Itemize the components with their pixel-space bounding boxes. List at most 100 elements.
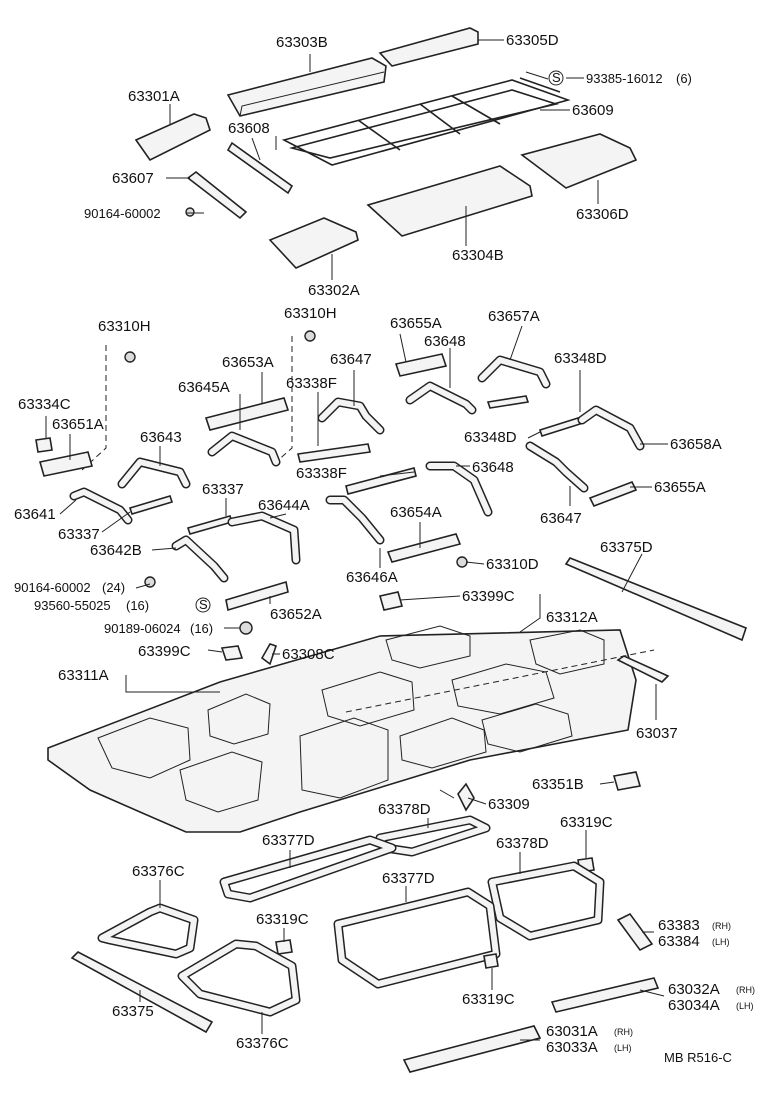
part-63399C-lower <box>220 645 244 661</box>
label-63338F-top: 63338F <box>286 375 337 392</box>
label-90164-60002-b: 90164-60002 <box>14 580 91 595</box>
clip-63310H-left <box>81 345 136 471</box>
part-63305D <box>378 27 504 67</box>
part-63646A <box>325 495 385 545</box>
part-63334C <box>35 437 53 453</box>
part-63348D-right <box>538 417 582 437</box>
part-63657A <box>477 355 551 389</box>
part-63338F-top <box>297 443 371 463</box>
part-63348D-left <box>486 395 530 409</box>
headliner-63311A <box>47 594 655 833</box>
part-63641 <box>69 487 133 525</box>
label-63641: 63641 <box>14 506 56 523</box>
s-symbol-label-2: S <box>199 597 208 612</box>
label-63033A: 63033A <box>546 1039 598 1056</box>
label-63309: 63309 <box>488 796 530 813</box>
label-63384: 63384 <box>658 933 700 950</box>
label-90189-06024: 90189-06024 <box>104 621 181 636</box>
s-symbol-93560 <box>195 597 211 613</box>
label-63658A: 63658A <box>670 436 722 453</box>
label-93560-55025-qty: (16) <box>126 598 149 613</box>
leader-lines <box>45 39 668 1041</box>
clip-63310H-right <box>275 330 316 463</box>
label-63642B: 63642B <box>90 542 142 559</box>
label-93385-qty: (6) <box>676 71 692 86</box>
label-63643: 63643 <box>140 429 182 446</box>
label-63310D: 63310D <box>486 556 539 573</box>
label-63310H-right: 63310H <box>284 305 337 322</box>
label-63377D-left: 63377D <box>262 832 315 849</box>
part-63651A <box>38 451 94 477</box>
label-63319C-top: 63319C <box>560 814 613 831</box>
s-symbol-label: S <box>552 70 561 85</box>
label-63653A: 63653A <box>222 354 274 371</box>
label-63311A: 63311A <box>58 667 109 684</box>
label-63646A: 63646A <box>346 569 398 586</box>
label-63310H-left: 63310H <box>98 318 151 335</box>
label-63334C: 63334C <box>18 396 71 413</box>
part-63032A-63034A <box>550 977 660 1013</box>
label-63305D: 63305D <box>506 32 559 49</box>
label-90189-06024-qty: (16) <box>190 621 213 636</box>
label-63351B: 63351B <box>532 776 584 793</box>
label-63644A: 63644A <box>258 497 310 514</box>
label-63654A: 63654A <box>390 504 442 521</box>
part-63648-top <box>405 381 477 415</box>
label-63376C-bottom: 63376C <box>236 1035 289 1052</box>
label-63308C: 63308C <box>282 646 335 663</box>
part-63383-63384 <box>616 912 654 952</box>
label-63312A: 63312A <box>546 609 598 626</box>
part-63658A <box>577 405 645 451</box>
part-63338F-mid <box>345 467 417 495</box>
part-63319C-lower <box>483 953 499 969</box>
label-63375D: 63375D <box>600 539 653 556</box>
part-63031A-63033A <box>402 1025 542 1073</box>
label-63399C-lower: 63399C <box>138 643 191 660</box>
label-63657A: 63657A <box>488 308 540 325</box>
label-63033A-side: (LH) <box>614 1043 632 1053</box>
label-63034A-side: (LH) <box>736 1001 754 1011</box>
label-63652A: 63652A <box>270 606 322 623</box>
label-63032A: 63032A <box>668 981 720 998</box>
label-63375: 63375 <box>112 1003 154 1020</box>
part-63607 <box>166 170 248 220</box>
label-63319C-mid: 63319C <box>256 911 309 928</box>
part-63652A <box>225 580 289 612</box>
part-63376C-bottom <box>177 939 301 1017</box>
label-63608: 63608 <box>228 120 270 137</box>
part-63301A <box>134 104 211 162</box>
part-63306D <box>520 133 638 204</box>
part-63608 <box>226 137 294 195</box>
label-63031A: 63031A <box>546 1023 598 1040</box>
label-63399C-mid: 63399C <box>462 588 515 605</box>
label-63301A: 63301A <box>128 88 180 105</box>
part-63376C-top <box>97 903 199 959</box>
part-63351B <box>612 771 642 791</box>
label-63034A: 63034A <box>668 997 720 1014</box>
label-63648-mid: 63648 <box>472 459 514 476</box>
label-63648-top: 63648 <box>424 333 466 350</box>
label-63306D: 63306D <box>576 206 629 223</box>
part-63654A <box>386 533 462 563</box>
label-63348D-mid: 63348D <box>464 429 517 446</box>
part-63645A <box>207 431 281 467</box>
label-63607: 63607 <box>112 170 154 187</box>
part-63378D-right <box>487 861 605 941</box>
s-symbol-93385 <box>548 70 564 86</box>
part-63648-mid <box>425 461 493 517</box>
part-63375 <box>70 951 214 1034</box>
label-90164-60002-b-qty: (24) <box>102 580 125 595</box>
label-63348D-top: 63348D <box>554 350 607 367</box>
label-63384-side: (LH) <box>712 937 730 947</box>
part-63377D-left <box>219 835 397 903</box>
label-63303B: 63303B <box>276 34 328 51</box>
label-63319C-lower: 63319C <box>462 991 515 1008</box>
part-63337-left <box>128 495 174 515</box>
figure-reference: MB R516-C <box>664 1050 732 1065</box>
label-63337-top: 63337 <box>202 481 244 498</box>
label-63338F-mid: 63338F <box>296 465 347 482</box>
part-63377D-right <box>333 887 501 989</box>
part-63337-mid <box>186 515 234 535</box>
part-63399C-mid <box>378 591 404 611</box>
